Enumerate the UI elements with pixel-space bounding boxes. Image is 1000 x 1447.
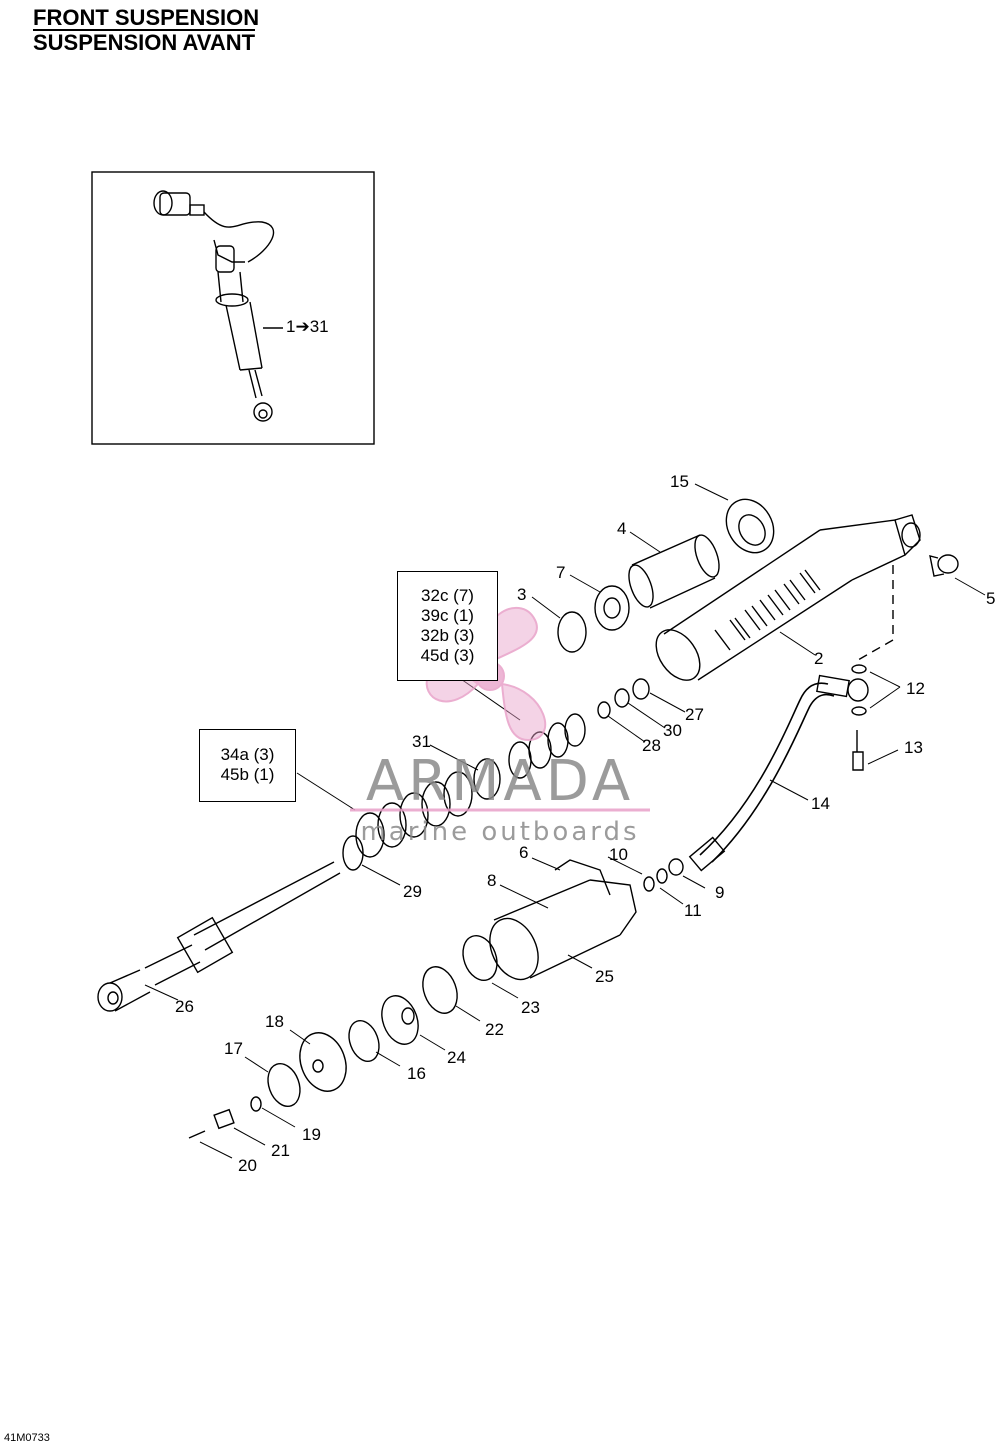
hose-drawing bbox=[699, 682, 829, 856]
part-label-21: 21 bbox=[271, 1141, 290, 1160]
reservoir-drawing bbox=[489, 859, 637, 981]
part-label-28: 28 bbox=[642, 736, 661, 755]
part-label-3: 3 bbox=[517, 585, 526, 604]
part-label-30: 30 bbox=[663, 721, 682, 740]
kit-box-1: 32c (7) 39c (1) 32b (3) 45d (3) bbox=[397, 571, 498, 681]
kit-box-2-line: 45b (1) bbox=[220, 765, 275, 784]
part-label-19: 19 bbox=[302, 1125, 321, 1144]
inset-shock-drawing bbox=[153, 190, 283, 422]
part-label-15: 15 bbox=[670, 472, 689, 491]
part-label-27: 27 bbox=[685, 705, 704, 724]
part-label-6: 6 bbox=[519, 843, 528, 862]
piston-drawing bbox=[594, 585, 630, 631]
title-english: FRONT SUSPENSION bbox=[33, 5, 260, 30]
main-spring-drawing bbox=[355, 771, 473, 858]
sleeve-drawing bbox=[631, 534, 716, 609]
part-label-16: 16 bbox=[407, 1064, 426, 1083]
inset-label: 1➔31 bbox=[286, 317, 329, 336]
diagram-code: 41M0733 bbox=[4, 1432, 50, 1444]
kit-box-1-line: 32c (7) bbox=[421, 586, 474, 605]
part-label-12: 12 bbox=[906, 679, 925, 698]
part-label-26: 26 bbox=[175, 997, 194, 1016]
watermark-tagline: marine outboards bbox=[360, 817, 639, 847]
part-label-22: 22 bbox=[485, 1020, 504, 1039]
part-label-29: 29 bbox=[403, 882, 422, 901]
part-label-25: 25 bbox=[595, 967, 614, 986]
watermark-brand: ARMADA bbox=[366, 749, 634, 814]
part-label-4: 4 bbox=[617, 519, 626, 538]
part-label-9: 9 bbox=[715, 883, 724, 902]
part-label-14: 14 bbox=[811, 794, 830, 813]
kit-box-1-line: 39c (1) bbox=[421, 606, 474, 625]
small-spring-drawing bbox=[473, 713, 586, 800]
part-label-18: 18 bbox=[265, 1012, 284, 1031]
inset-frame bbox=[91, 171, 375, 445]
part-label-13: 13 bbox=[904, 738, 923, 757]
part-label-20: 20 bbox=[238, 1156, 257, 1175]
part-label-31: 31 bbox=[412, 732, 431, 751]
shaft-drawing bbox=[97, 861, 341, 1012]
armada-watermark: ARMADA marine outboards bbox=[350, 607, 650, 847]
part-label-17: 17 bbox=[224, 1039, 243, 1058]
clip-drawing bbox=[725, 498, 775, 554]
seal-drawing bbox=[557, 611, 587, 653]
part-label-10: 10 bbox=[609, 845, 628, 864]
kit-box-1-line: 32b (3) bbox=[420, 626, 475, 645]
part-label-24: 24 bbox=[447, 1048, 466, 1067]
shock-body-drawing bbox=[655, 514, 959, 681]
part-label-7: 7 bbox=[556, 563, 565, 582]
part-label-11: 11 bbox=[684, 901, 702, 920]
kit-box-2: 34a (3) 45b (1) bbox=[199, 729, 296, 802]
kit-box-2-line: 34a (3) bbox=[220, 745, 275, 764]
title-french: SUSPENSION AVANT bbox=[33, 29, 256, 55]
kit-box-1-line: 45d (3) bbox=[420, 646, 475, 665]
part-label-8: 8 bbox=[487, 871, 496, 890]
part-label-5: 5 bbox=[986, 589, 995, 608]
part-label-23: 23 bbox=[521, 998, 540, 1017]
washer-drawing bbox=[342, 835, 364, 871]
part-label-2: 2 bbox=[814, 649, 823, 668]
